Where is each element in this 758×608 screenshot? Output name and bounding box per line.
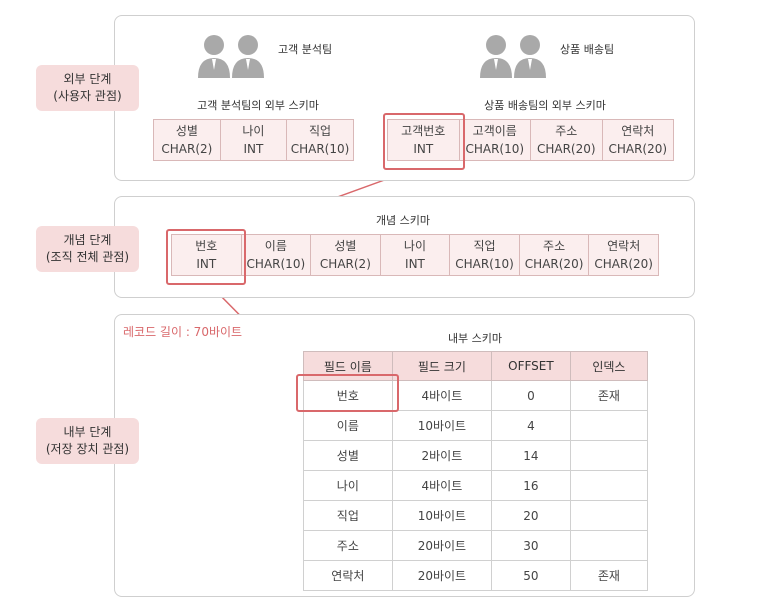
table-cell: [569, 500, 649, 531]
team-b-name: 상품 배송팀: [560, 43, 615, 56]
table-cell: 이름: [303, 410, 393, 441]
record-length-label: 레코드 길이 : 70바이트: [123, 325, 243, 339]
team-b: 상품 배송팀: [478, 32, 614, 78]
table-cell: [569, 470, 649, 501]
table-row: 연락처 20바이트 50 존재: [303, 560, 649, 591]
conceptual-level-label: 개념 단계 (조직 전체 관점): [36, 226, 139, 272]
team-a: 고객 분석팀: [196, 32, 332, 78]
header-row: 필드 이름 필드 크기 OFFSET 인덱스: [303, 351, 649, 381]
team-a-schema-title: 고객 분석팀의 외부 스키마: [197, 99, 319, 112]
table-row: 이름 10바이트 4: [303, 410, 649, 441]
team-b-schema-title: 상품 배송팀의 외부 스키마: [484, 99, 606, 112]
table-row: 직업 10바이트 20: [303, 500, 649, 531]
column-header: OFFSET: [491, 351, 571, 381]
external-level-subtitle: (사용자 관점): [53, 89, 122, 103]
table-cell: 10바이트: [391, 500, 493, 531]
table-cell: 존재: [569, 380, 649, 411]
conceptual-schema-title: 개념 스키마: [375, 214, 431, 227]
table-cell: [569, 410, 649, 441]
internal-number-highlight: [296, 374, 399, 412]
column-header: 필드 크기: [391, 351, 493, 381]
table-cell: 20바이트: [391, 530, 493, 561]
table-cell: 나이: [303, 470, 393, 501]
team-a-people: [196, 32, 272, 78]
table-cell: 성별: [303, 440, 393, 471]
table-cell: 10바이트: [391, 410, 493, 441]
table-cell: 주소: [303, 530, 393, 561]
table-row: 성별 2바이트 14: [303, 440, 649, 471]
table-row: 나이 4바이트 16: [303, 470, 649, 501]
column-header: 필드 이름: [303, 351, 393, 381]
table-cell: 2바이트: [391, 440, 493, 471]
customer-number-highlight: [383, 113, 465, 170]
table-cell: 14: [491, 440, 571, 471]
table-cell: 직업: [303, 500, 393, 531]
external-level-label: 외부 단계 (사용자 관점): [36, 65, 139, 111]
person-icon: [198, 35, 264, 78]
table-cell: [569, 440, 649, 471]
table-row: 번호 4바이트 0 존재: [303, 380, 649, 411]
person-icon: [480, 35, 546, 78]
team-b-people: [478, 32, 554, 78]
table-cell: 존재: [569, 560, 649, 591]
table-cell: 20: [491, 500, 571, 531]
internal-schema-title: 내부 스키마: [447, 332, 503, 345]
table-row: 주소 20바이트 30: [303, 530, 649, 561]
table-cell: 16: [491, 470, 571, 501]
table-cell: 4바이트: [391, 380, 493, 411]
internal-schema-table: 필드 이름 필드 크기 OFFSET 인덱스 번호 4바이트 0 존재 이름 1…: [303, 351, 649, 591]
table-cell: 0: [491, 380, 571, 411]
table-cell: 4바이트: [391, 470, 493, 501]
conceptual-level-title: 개념 단계: [63, 233, 112, 247]
table-cell: 30: [491, 530, 571, 561]
table-cell: 20바이트: [391, 560, 493, 591]
table-cell: 4: [491, 410, 571, 441]
table-cell: 연락처: [303, 560, 393, 591]
internal-level-subtitle: (저장 장치 관점): [45, 442, 130, 456]
table-cell: 50: [491, 560, 571, 591]
number-field-highlight: [166, 229, 246, 285]
table-cell: [569, 530, 649, 561]
team-a-name: 고객 분석팀: [278, 43, 333, 56]
internal-level-label: 내부 단계 (저장 장치 관점): [36, 418, 139, 464]
conceptual-level-subtitle: (조직 전체 관점): [45, 250, 130, 264]
column-header: 인덱스: [569, 351, 649, 381]
internal-level-title: 내부 단계: [63, 425, 112, 439]
table-cell: 번호: [303, 380, 393, 411]
external-level-title: 외부 단계: [63, 72, 112, 86]
